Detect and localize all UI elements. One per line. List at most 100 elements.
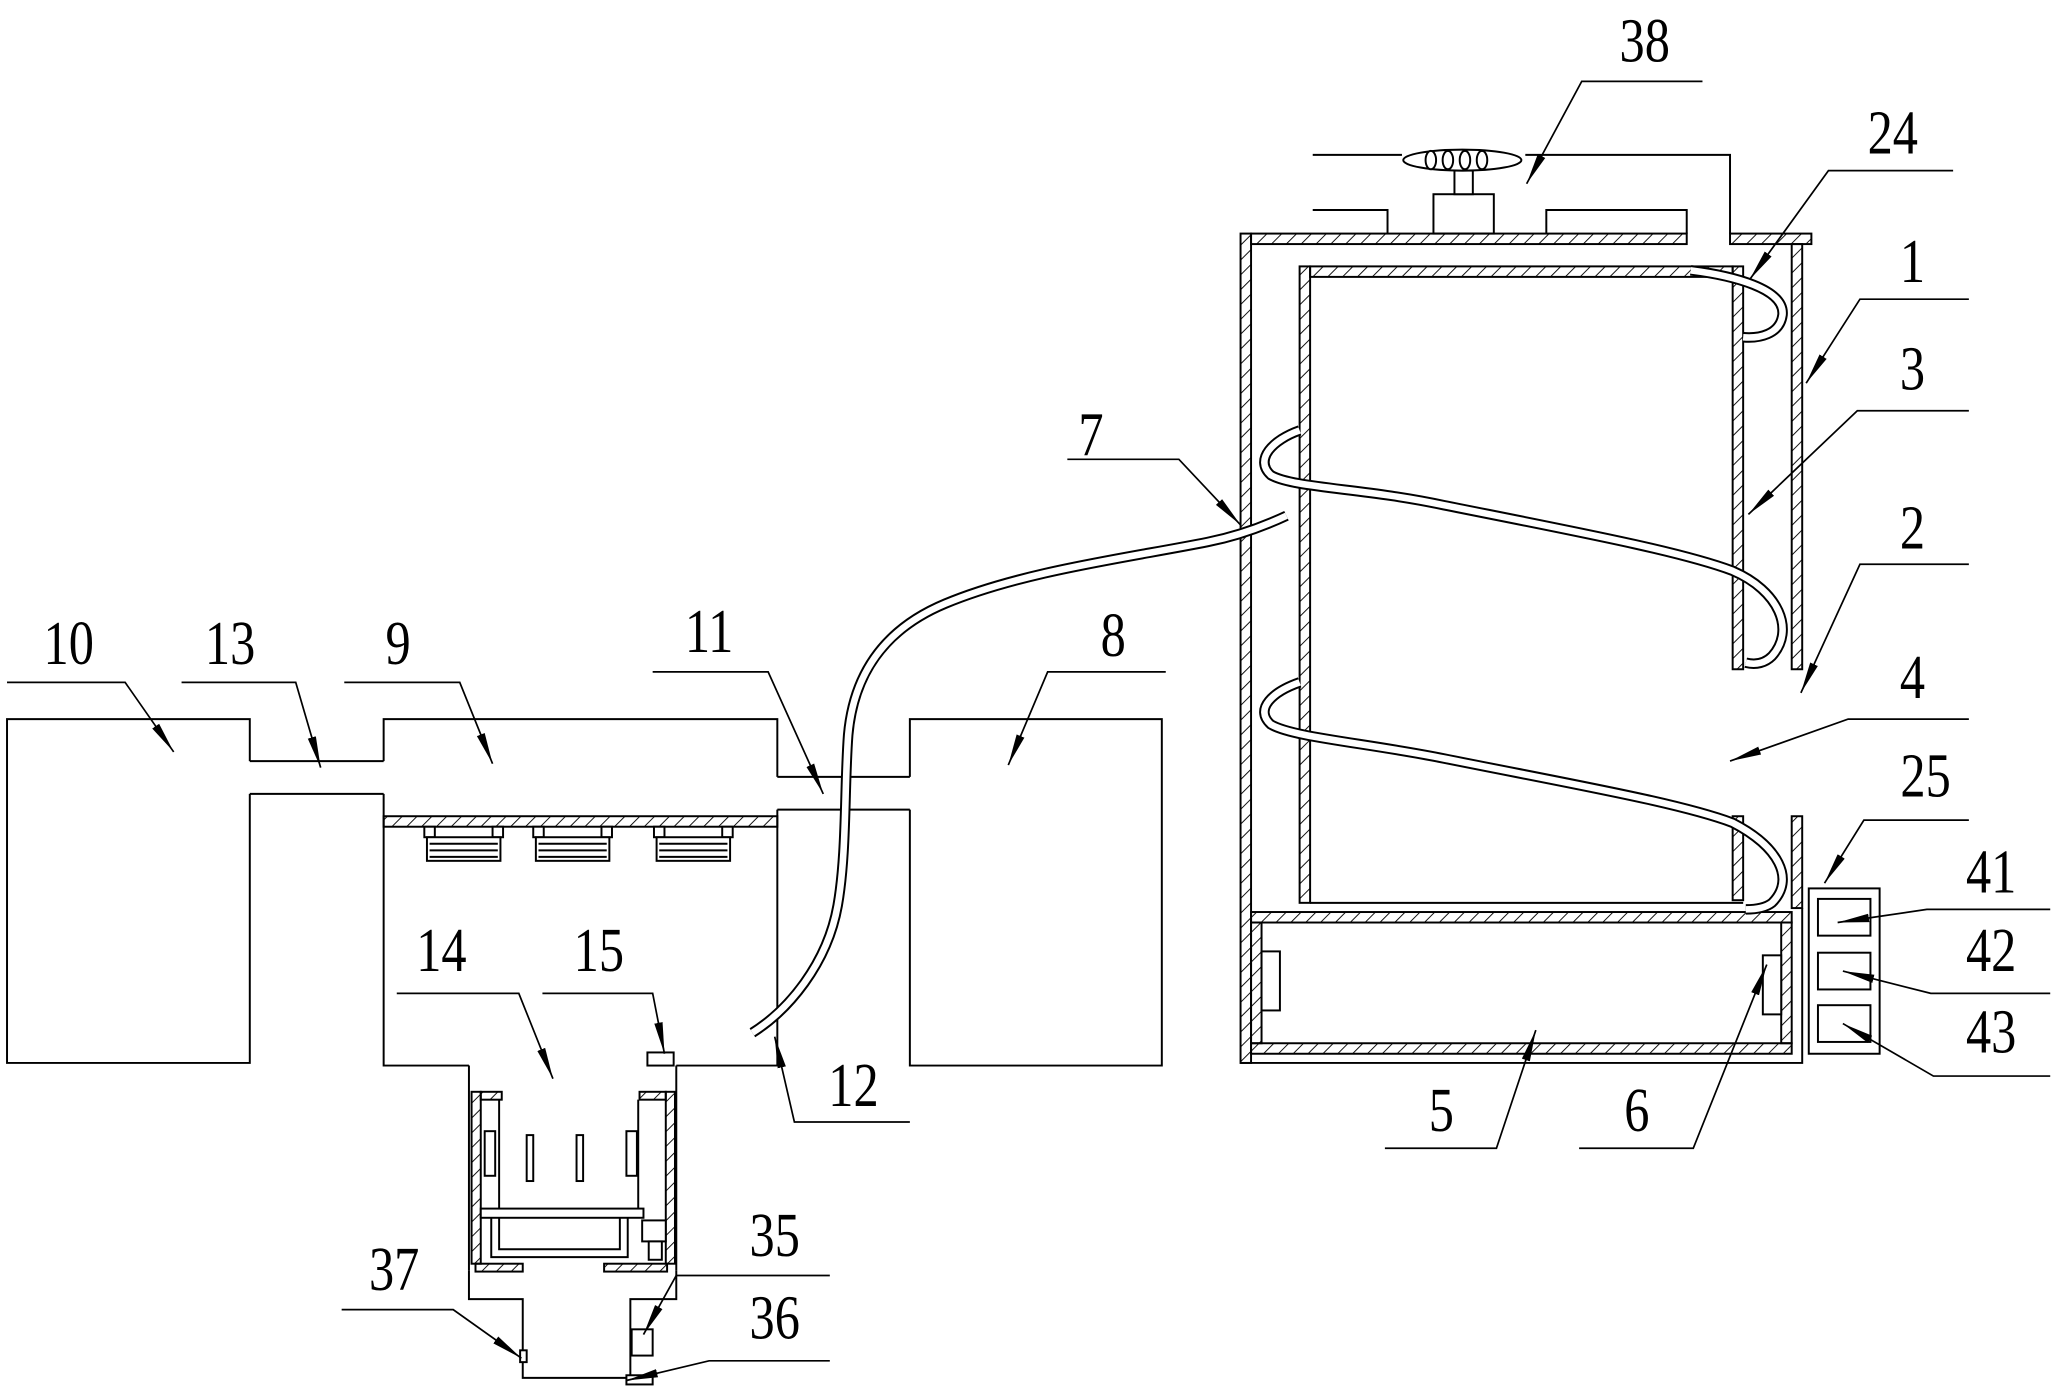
callout-37-label: 37 xyxy=(369,1235,419,1305)
part-9-outline xyxy=(382,718,779,1067)
callout-4-label: 4 xyxy=(1900,643,1925,713)
coil-turn-2-outer xyxy=(1259,677,1788,915)
callout-3: 3 xyxy=(1747,335,1969,516)
chamber-left-wall xyxy=(1250,921,1263,1045)
callout-7: 7 xyxy=(1067,400,1242,526)
callout-41-leader xyxy=(1837,908,2051,924)
callout-38-label: 38 xyxy=(1620,6,1670,76)
outer-top-wall-right xyxy=(1729,232,1813,246)
callout-14-label: 14 xyxy=(416,916,466,986)
callout-9-leader xyxy=(344,681,494,765)
callout-11-leader xyxy=(652,671,825,795)
callout-3-leader xyxy=(1747,409,1969,516)
handle-bead xyxy=(1424,149,1438,171)
callout-5-label: 5 xyxy=(1429,1076,1454,1146)
callout-15-leader xyxy=(542,992,666,1054)
callout-38-leader xyxy=(1525,80,1703,185)
chamber-top-wall xyxy=(1250,911,1793,924)
motor-neck xyxy=(1453,169,1474,196)
coil-turn-1-inner xyxy=(1261,427,1786,667)
callout-9: 9 xyxy=(344,609,494,765)
box-bottom-plate-right xyxy=(603,1262,669,1273)
heater-unit-2 xyxy=(532,825,613,862)
callout-11: 11 xyxy=(652,597,825,795)
callout-2-leader xyxy=(1800,563,1969,694)
part-5-bottom-chamber xyxy=(1250,911,1793,1055)
callout-43: 43 xyxy=(1842,997,2051,1077)
part-7-connecting-hose xyxy=(749,510,1289,1038)
callout-36-leader xyxy=(626,1359,830,1382)
heater-elements xyxy=(429,842,498,858)
part-8-outline xyxy=(908,718,1163,1067)
part-41-module xyxy=(1816,897,1872,937)
callout-24-label: 24 xyxy=(1868,98,1918,168)
callout-3-label: 3 xyxy=(1900,335,1925,405)
callout-1: 1 xyxy=(1805,227,1969,384)
heater-peg xyxy=(600,825,613,839)
box-slider-left xyxy=(483,1130,497,1177)
coil-turn-1-outer xyxy=(1259,425,1788,669)
callout-25-label: 25 xyxy=(1900,741,1950,811)
helical-coil xyxy=(1259,425,1788,915)
hose-outer xyxy=(749,510,1289,1038)
box-top-lip-right xyxy=(638,1090,667,1101)
callout-25-leader xyxy=(1823,819,1969,884)
outer-top-wall-left xyxy=(1250,232,1688,246)
box-bottom-plate-left xyxy=(474,1262,524,1273)
inner-right-wall-lower xyxy=(1731,815,1745,902)
callout-7-label: 7 xyxy=(1078,400,1103,470)
callout-43-label: 43 xyxy=(1966,997,2016,1067)
callout-41: 41 xyxy=(1837,837,2051,924)
box-shelf xyxy=(479,1207,645,1219)
callout-14: 14 xyxy=(396,916,554,1079)
box-left-wall xyxy=(470,1090,482,1265)
top-drive-assembly xyxy=(1312,148,1732,235)
callout-13-label: 13 xyxy=(205,609,255,679)
discharge-chute xyxy=(467,1270,678,1386)
callout-6: 6 xyxy=(1579,964,1768,1150)
callout-7-leader xyxy=(1067,458,1242,526)
part-24-top-coil xyxy=(1690,265,1788,343)
callout-12-label: 12 xyxy=(828,1051,878,1121)
callout-8-label: 8 xyxy=(1101,601,1126,671)
part-37-element xyxy=(519,1349,528,1364)
part-10-outline xyxy=(6,718,251,1064)
callout-24-leader xyxy=(1749,169,1954,281)
heater-elements xyxy=(538,842,607,858)
callout-5-leader xyxy=(1384,1029,1537,1150)
callout-37: 37 xyxy=(341,1235,522,1359)
callout-15-label: 15 xyxy=(574,916,624,986)
callout-12-leader xyxy=(773,1036,910,1123)
part-14-collection-box xyxy=(467,1065,678,1273)
callout-2-label: 2 xyxy=(1900,493,1925,563)
callout-6-label: 6 xyxy=(1624,1076,1649,1146)
motor-base xyxy=(1432,193,1495,235)
callout-35-leader xyxy=(642,1274,830,1335)
callout-1-leader xyxy=(1805,298,1969,384)
handle-bead xyxy=(1458,149,1472,171)
part-9-hatched-plate xyxy=(382,815,779,828)
callout-4-leader xyxy=(1729,718,1969,762)
part-6-component xyxy=(1761,954,1783,1016)
part-10-left-chamber xyxy=(6,718,251,1064)
box-outer-walls xyxy=(467,1065,678,1271)
inner-left-wall xyxy=(1298,265,1312,904)
part-13-outline xyxy=(249,760,384,795)
box-right-wall xyxy=(664,1090,676,1265)
heater-peg xyxy=(721,825,734,839)
part-8-right-chamber xyxy=(908,718,1163,1067)
handle-bead xyxy=(1441,149,1455,171)
box-slider-right xyxy=(625,1130,638,1177)
callout-11-label: 11 xyxy=(685,597,734,667)
callout-4: 4 xyxy=(1729,643,1969,762)
callout-36-label: 36 xyxy=(750,1283,800,1353)
heater-peg xyxy=(532,825,545,839)
callout-14-leader xyxy=(396,992,554,1079)
callout-10-label: 10 xyxy=(44,609,94,679)
callout-8-leader xyxy=(1007,671,1166,766)
part-9-middle-chamber xyxy=(382,718,779,1067)
chamber-right-wall xyxy=(1780,921,1793,1045)
outer-right-wall-lower xyxy=(1790,815,1804,910)
